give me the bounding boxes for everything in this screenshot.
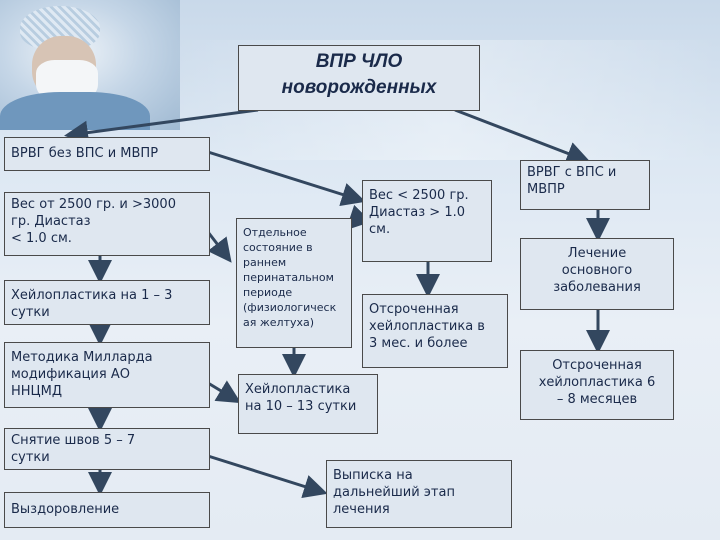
weight-low-box: Вес < 2500 гр. Диастаз > 1.0 см.: [362, 180, 492, 262]
arrow-sutures-to-discharge: [207, 454, 328, 499]
arrow-millard-to-cheilo10: [207, 380, 242, 404]
delayed-3-months-box: Отсроченная хейлопластика в 3 мес. и бол…: [362, 294, 508, 368]
arrow-title-to-right: [454, 108, 591, 165]
millard-method-box: Методика Милларда модификация АО ННЦМД: [4, 342, 210, 408]
delayed-6-8-months-box: Отсроченная хейлопластика 6 – 8 месяцев: [520, 350, 674, 420]
arrow-weight-to-separate: [206, 231, 232, 263]
arrow-weightlow-to-separate: [345, 204, 372, 231]
cheiloplasty-1-3-box: Хейлопластика на 1 – 3 сутки: [4, 280, 210, 325]
cheiloplasty-10-13-box: Хейлопластика на 10 – 13 сутки: [238, 374, 378, 434]
treatment-box: Лечение основного заболевания: [520, 238, 674, 310]
discharge-box: Выписка на дальнейший этап лечения: [326, 460, 512, 528]
recovery-box: Выздоровление: [4, 492, 210, 528]
title-box: ВПР ЧЛО новорожденных: [238, 45, 480, 111]
weight-normal-box: Вес от 2500 гр. и >3000 гр. Диастаз < 1.…: [4, 192, 210, 256]
left-header-box: ВРВГ без ВПС и МВПР: [4, 137, 210, 171]
arrow-title-to-left: [64, 108, 259, 145]
sutures-removal-box: Снятие швов 5 – 7 сутки: [4, 428, 210, 470]
arrow-left-to-weightlow: [207, 150, 366, 207]
right-header-box: ВРВГ с ВПС и МВПР: [520, 160, 650, 210]
separate-state-box: Отдельное состояние в раннем перинатальн…: [236, 218, 352, 348]
